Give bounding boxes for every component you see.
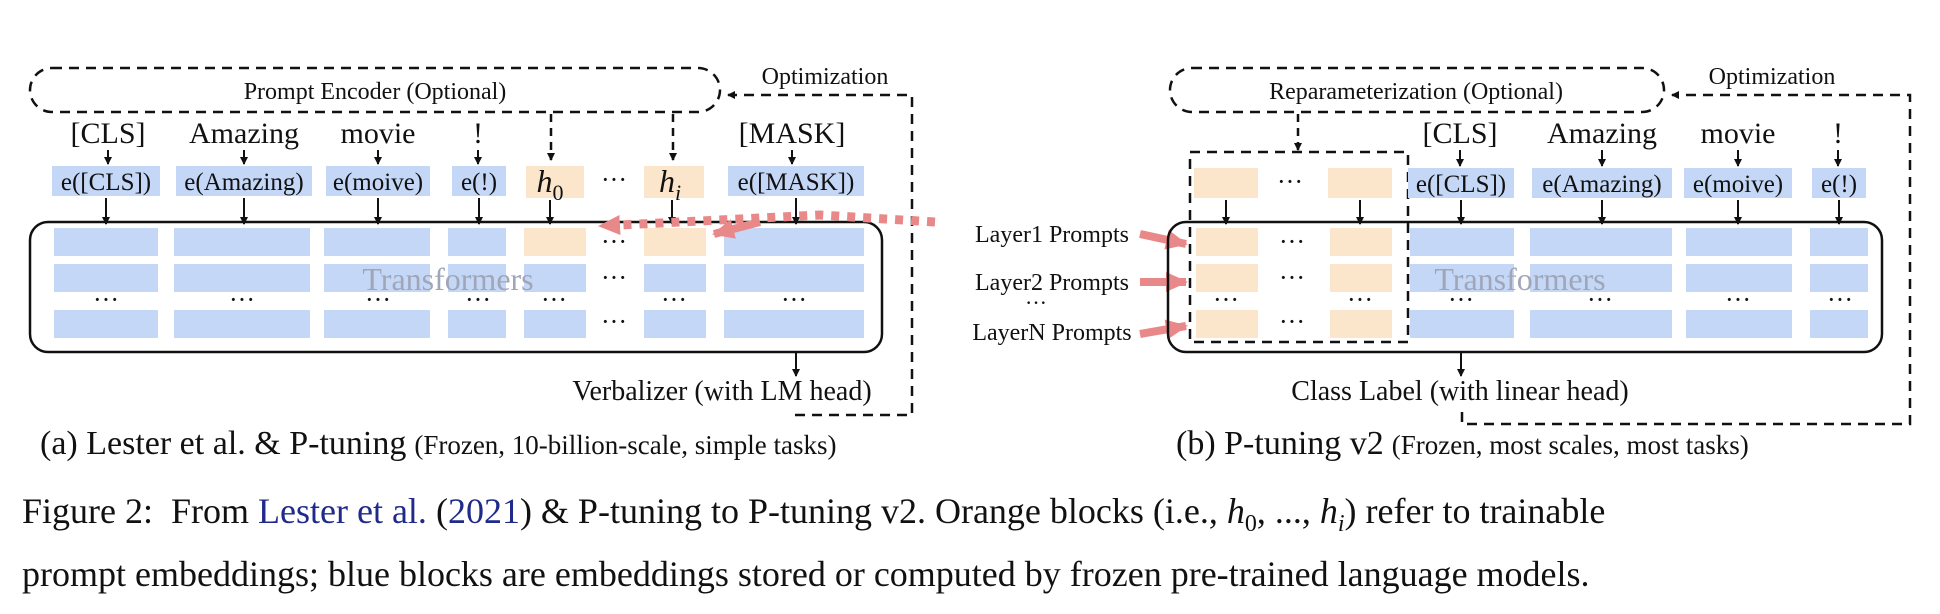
optimization-label-a: Optimization (762, 64, 889, 90)
math-h0: h0 (1226, 491, 1257, 538)
reparam-box (1168, 66, 1666, 114)
panel-a: Prompt Encoder (Optional) Optimization [… (28, 64, 936, 462)
svg-text:···: ··· (365, 285, 391, 314)
prompt-hi-label: hi (659, 163, 681, 205)
embedding-box (1684, 168, 1792, 198)
embedding-exclaim-b: e(!) (1821, 171, 1857, 198)
token-mask-a: [MASK] (739, 117, 846, 150)
transformer-grid-a (54, 228, 864, 338)
embedding-box (52, 166, 160, 196)
reparam-label: Reparameterization (Optional) (1269, 79, 1563, 105)
layer-prompt-labels: Layer1 Prompts Layer2 Prompts ··· LayerN… (972, 222, 1188, 346)
svg-text:···: ··· (601, 263, 627, 292)
svg-text:···: ··· (1279, 307, 1305, 336)
caption-paren: ( (426, 491, 448, 531)
embedding-movie-a: e(moive) (333, 169, 423, 196)
embedding-mask-a: e([MASK]) (738, 169, 855, 196)
token-amazing-a: Amazing (189, 117, 299, 150)
svg-text:···: ··· (601, 307, 627, 336)
layer-prompt-dotted-arrow-1 (598, 210, 936, 235)
token-exclaim-a: ! (473, 117, 483, 150)
caption-line-1: Figure 2: From Lester et al. (2021) & P-… (22, 486, 1922, 549)
svg-text:···: ··· (229, 285, 255, 314)
prompt-top-block (1194, 168, 1258, 198)
transformer-dots-b: ··· ··· ··· ··· ··· ··· ··· ··· ··· (1213, 227, 1853, 336)
embedding-amazing-a: e(Amazing) (184, 169, 303, 196)
prompt-encoder-label: Prompt Encoder (Optional) (244, 79, 507, 105)
transformers-label-b: Transformers (1434, 261, 1605, 297)
class-label: Class Label (with linear head) (1291, 376, 1628, 407)
prompt-top-dots: ··· (1277, 167, 1303, 196)
layer1-prompts-label: Layer1 Prompts (975, 222, 1129, 248)
caption-prefix: Figure 2: (22, 491, 153, 531)
prompt-encoder-box (28, 66, 722, 114)
embedding-movie-b: e(moive) (1693, 171, 1783, 198)
prompt-top-block (1328, 168, 1392, 198)
caption-middle: ) & P-tuning to P-tuning v2. Orange bloc… (519, 491, 1227, 531)
caption-line1-end: ) refer to trainable (1344, 491, 1606, 531)
svg-text:···: ··· (1279, 263, 1305, 292)
embedding-cls-b: e([CLS]) (1416, 171, 1506, 198)
svg-text:···: ··· (1587, 285, 1613, 314)
svg-text:···: ··· (1279, 227, 1305, 256)
caption-line-2: prompt embeddings; blue blocks are embed… (22, 554, 1590, 595)
figure-caption: Figure 2: From Lester et al. (2021) & P-… (22, 486, 1922, 599)
caption-from: From (171, 491, 250, 531)
svg-text:···: ··· (1347, 285, 1373, 314)
svg-text:···: ··· (781, 285, 807, 314)
svg-text:···: ··· (1827, 285, 1853, 314)
transformers-label-a: Transformers (362, 261, 533, 297)
layer-prompt-dotted-arrow-hi (712, 218, 762, 239)
panel-a-caption: (a) Lester et al. & P-tuning(Frozen, 10-… (40, 425, 837, 462)
prompt-h0-label: h0 (537, 163, 564, 205)
prompt-hi-box (644, 166, 704, 198)
math-hi: hi (1319, 491, 1345, 538)
embedding-amazing-b: e(Amazing) (1542, 171, 1661, 198)
layer2-prompts-label: Layer2 Prompts (975, 270, 1129, 296)
token-movie-a: movie (341, 117, 416, 150)
layerN-prompts-label: LayerN Prompts (972, 320, 1131, 346)
svg-text:···: ··· (465, 285, 491, 314)
transformer-box-b (1166, 220, 1884, 354)
optimization-label-b: Optimization (1709, 64, 1836, 90)
transformer-grid-b (1196, 228, 1868, 338)
citation-author-link[interactable]: Lester et al. (258, 491, 427, 531)
panel-b-caption: (b) P-tuning v2(Frozen, most scales, mos… (1176, 425, 1749, 462)
embedding-box (452, 166, 506, 196)
svg-text:···: ··· (541, 285, 567, 314)
layerdots-label: ··· (1025, 290, 1047, 315)
svg-text:···: ··· (1213, 285, 1239, 314)
caption-math-mid: , ..., (1256, 491, 1320, 531)
embedding-box (326, 166, 430, 196)
transformer-box-a (28, 220, 884, 354)
optimization-loop-b (1460, 91, 1912, 426)
token-cls-a: [CLS] (71, 117, 146, 150)
embedding-exclaim-a: e(!) (461, 169, 497, 196)
svg-text:···: ··· (661, 285, 687, 314)
token-amazing-b: Amazing (1547, 117, 1657, 150)
token-movie-b: movie (1701, 117, 1776, 150)
svg-text:···: ··· (1448, 285, 1474, 314)
embedding-box (728, 166, 864, 196)
svg-text:···: ··· (93, 285, 119, 314)
embedding-box (1812, 168, 1866, 198)
citation-year-link[interactable]: 2021 (447, 491, 520, 531)
prompt-dots-a: ··· (601, 165, 627, 194)
optimization-loop-a (727, 91, 914, 417)
verbalizer-label: Verbalizer (with LM head) (572, 376, 871, 407)
prompt-region-b (1188, 150, 1410, 344)
prompt-h0-box (526, 166, 584, 198)
layer1-red-arrow (1139, 229, 1188, 250)
embedding-box (1408, 168, 1514, 198)
embedding-box (1532, 168, 1672, 198)
panel-b: Reparameterization (Optional) Optimizati… (1166, 64, 1912, 462)
embedding-box (176, 166, 312, 196)
layerN-red-arrow (1139, 319, 1188, 340)
token-exclaim-b: ! (1833, 117, 1843, 150)
embedding-cls-a: e([CLS]) (61, 169, 151, 196)
svg-text:···: ··· (1725, 285, 1751, 314)
token-cls-b: [CLS] (1423, 117, 1498, 150)
